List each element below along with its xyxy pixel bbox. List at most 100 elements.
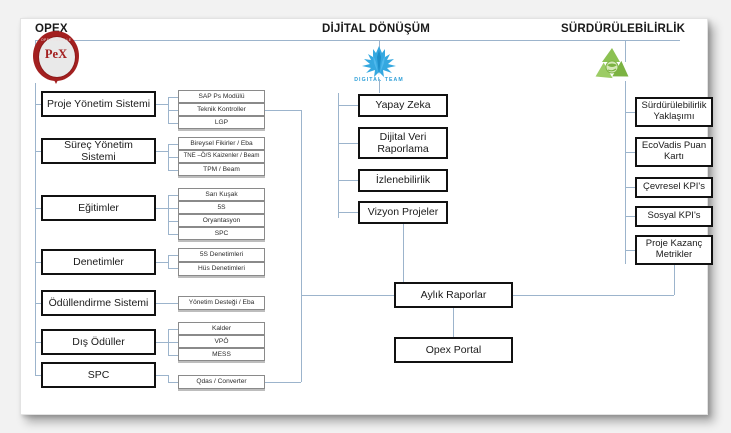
left-collector-vertical [301,110,302,382]
subgroup-6-shadow [178,361,265,363]
box-dijital-veri-raporlama[interactable]: Dijital Veri Raporlama [358,127,448,159]
sub-stub-4a [168,255,178,256]
sub-rail-3 [168,195,169,234]
subbox-qdas-converter[interactable]: Qdas / Converter [178,375,265,389]
subgroup-5-shadow [178,310,265,312]
sub-link-6 [156,342,168,343]
diagram-sheet: OPEX DİJİTAL DÖNÜŞÜM SÜRDÜRÜLEBİLİRLİK O… [20,18,713,415]
subgroup-2-shadow [178,176,265,178]
box-odullendirme-sistemi[interactable]: Ödüllendirme Sistemi [41,290,156,316]
reports-to-portal-line [453,308,454,337]
subbox-hus-denetimleri[interactable]: Hüs Denetimleri [178,262,265,276]
right-stub-1 [625,112,635,113]
subbox-tne-os-kaizenler-beam[interactable]: TNE –Ö/S Kaizenler / Beam [178,150,265,163]
rail-stub-6 [35,342,41,343]
sub-link-7 [156,375,168,376]
middle-column-rail [338,93,339,218]
subbox-teknik-kontroller[interactable]: Teknik Kontroller [178,103,265,116]
box-spc[interactable]: SPC [41,362,156,388]
sub-stub-7a [168,382,178,383]
recycle-logo [586,45,638,93]
subbox-5s-denetimleri[interactable]: 5S Denetimleri [178,248,265,262]
sub-stub-3a [168,195,178,196]
rail-stub-1 [35,104,41,105]
subgroup-1-shadow [178,129,265,131]
box-dis-oduller[interactable]: Dış Ödüller [41,329,156,355]
subbox-bireysel-fikirler-eba[interactable]: Bireysel Fikirler / Eba [178,137,265,150]
top-spine-right-drop [625,40,626,62]
subbox-sari-kusak[interactable]: Sarı Kuşak [178,188,265,201]
rail-stub-4 [35,262,41,263]
left-collector-to-reports [301,295,394,296]
middle-stub-2 [338,143,358,144]
sub-stub-6b [168,342,178,343]
subbox-5s[interactable]: 5S [178,201,265,214]
subbox-yonetim-destegi-eba[interactable]: Yönetim Desteği / Eba [178,296,265,310]
sub-stub-4b [168,268,178,269]
subbox-lgp[interactable]: LGP [178,116,265,129]
right-stub-3 [625,187,635,188]
subbox-spc-egitim[interactable]: SPC [178,227,265,240]
rail-stub-7 [35,375,41,376]
box-yapay-zeka[interactable]: Yapay Zeka [358,94,448,117]
box-denetimler[interactable]: Denetimler [41,249,156,275]
sub-link-4 [156,262,168,263]
subbox-tpm-beam[interactable]: TPM / Beam [178,163,265,176]
right-column-rail [625,99,626,264]
middle-to-reports-line [403,224,404,285]
box-proje-yonetim-sistemi[interactable]: Proje Yönetim Sistemi [41,91,156,117]
box-aylik-raporlar[interactable]: Aylık Raporlar [394,282,513,308]
pex-drop-line [35,83,36,97]
sub-link-2 [156,151,168,152]
recycle-drop-line [625,81,626,99]
box-izlenebilirlik[interactable]: İzlenebilirlik [358,169,448,192]
digital-team-leaf-icon [362,46,396,77]
box-egitimler[interactable]: Eğitimler [41,195,156,221]
subbox-vpo[interactable]: VPÖ [178,335,265,348]
subbox-oryantasyon[interactable]: Oryantasyon [178,214,265,227]
subbox-sap-ps-modulu[interactable]: SAP Ps Modülü [178,90,265,103]
subgroup-7-shadow [178,389,265,391]
digital-team-caption: DIGITAL TEAM [354,77,404,83]
sub-rail-7 [168,375,169,382]
subbox-mess[interactable]: MESS [178,348,265,361]
right-stub-5 [625,250,635,251]
pex-logo-tail [53,78,59,84]
middle-stub-4 [338,212,358,213]
left-column-rail [35,97,36,375]
sub-stub-2a [168,144,178,145]
sub-stub-2b [168,157,178,158]
sub-stub-3c [168,221,178,222]
rail-stub-2 [35,151,41,152]
box-sosyal-kpis[interactable]: Sosyal KPI's [635,206,713,227]
subbox-kalder[interactable]: Kalder [178,322,265,335]
sub-stub-6c [168,355,178,356]
right-to-reports-vertical [674,265,675,295]
recycle-icon [595,48,629,79]
middle-stub-3 [338,180,358,181]
box-proje-kazanc-metrikler[interactable]: Proje Kazanç Metrikler [635,235,713,265]
pex-logo-inner [38,36,76,78]
box-surdurulebilirlik-yaklasimi[interactable]: Sürdürülebilirlik Yaklaşımı [635,97,713,127]
column-header-dijital-donusum: DİJİTAL DÖNÜŞÜM [322,23,430,35]
box-cevresel-kpis[interactable]: Çevresel KPI's [635,177,713,198]
sub-link-1 [156,104,168,105]
box-opex-portal[interactable]: Opex Portal [394,337,513,363]
digital-team-logo: DIGITAL TEAM [349,45,409,87]
sub-stub-3b [168,208,178,209]
box-vizyon-projeler[interactable]: Vizyon Projeler [358,201,448,224]
pex-logo-text: PeX [44,47,68,61]
box-surec-yonetim-sistemi[interactable]: Süreç Yönetim Sistemi [41,138,156,164]
pex-logo: OPEX EXCELLENCE PeX [33,31,79,84]
box-ecovadis-puan-karti[interactable]: EcoVadis Puan Kartı [635,137,713,167]
rail-stub-5 [35,303,41,304]
right-stub-2 [625,152,635,153]
subgroup-3-shadow [178,240,265,242]
sub-rail-4 [168,255,169,268]
column-header-surdurulebilirlik: SÜRDÜRÜLEBİLİRLİK [561,23,686,35]
collector-from-group7 [265,382,301,383]
right-stub-4 [625,216,635,217]
subgroup-4-shadow [178,276,265,278]
pex-logo-arc-text: OPEX EXCELLENCE [41,38,71,42]
